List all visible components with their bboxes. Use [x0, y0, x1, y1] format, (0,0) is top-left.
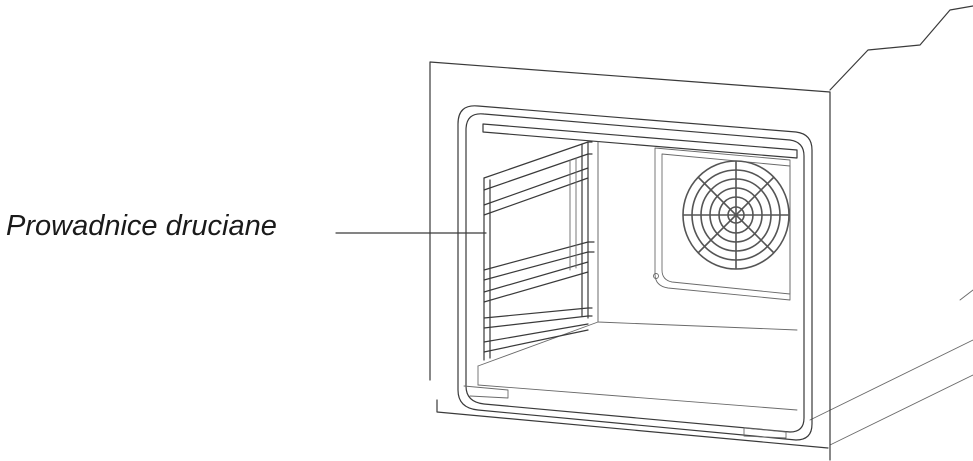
cavity-top-lip	[482, 123, 798, 159]
front-frame-bottom	[436, 399, 829, 449]
fan-grille	[682, 160, 790, 270]
fan-cover-panel-inner	[661, 153, 791, 295]
housing-side-line	[959, 289, 973, 301]
cavity-floor-line	[477, 321, 599, 367]
cavity-floor-line	[477, 384, 798, 411]
fan-cover-panel	[654, 147, 791, 301]
panel-screw	[653, 273, 659, 279]
housing-top-edge	[829, 5, 973, 91]
bottom-tab-left	[463, 385, 509, 399]
door-opening-outer	[457, 105, 813, 441]
wire-shelf-guides	[483, 141, 595, 361]
bottom-tab-right	[743, 427, 787, 439]
door-opening-inner	[465, 113, 805, 433]
housing-side-line	[829, 374, 973, 446]
callout-label: Prowadnice druciane	[6, 210, 277, 242]
housing-side-line	[809, 339, 973, 421]
front-frame-outer	[429, 61, 831, 461]
